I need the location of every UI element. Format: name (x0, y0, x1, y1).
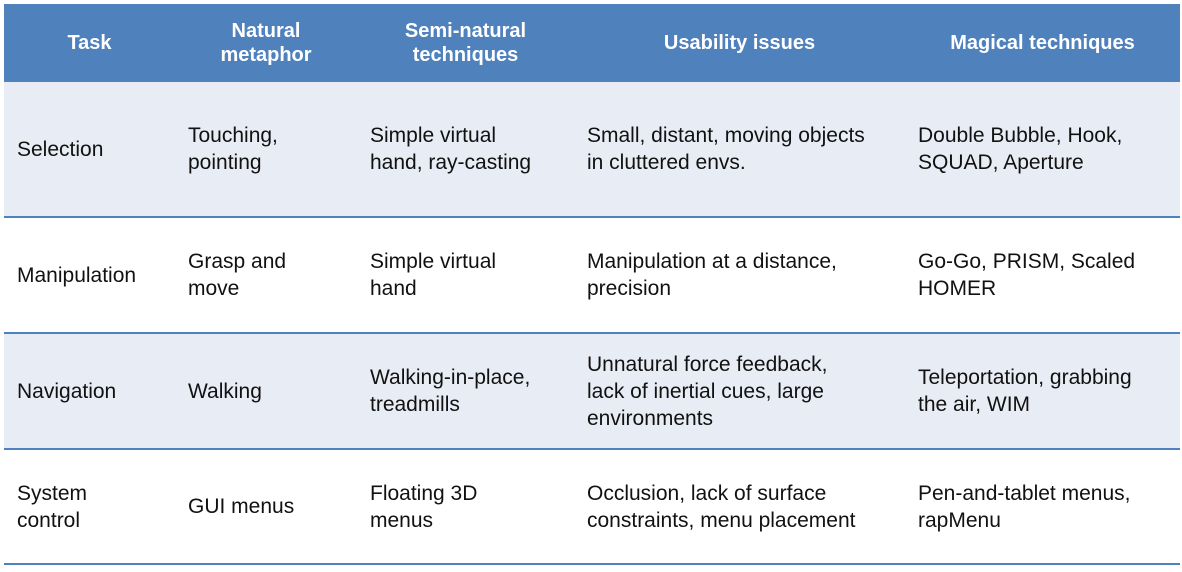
cell-natural-metaphor: GUI menus (175, 449, 357, 564)
cell-usability-issues: Manipulation at a distance,precision (574, 217, 905, 333)
cell-usability-issues: Unnatural force feedback,lack of inertia… (574, 333, 905, 449)
cell-magical-techniques: Double Bubble, Hook,SQUAD, Aperture (905, 82, 1180, 217)
cell-natural-metaphor: Walking (175, 333, 357, 449)
cell-natural-metaphor: Touching,pointing (175, 82, 357, 217)
header-usability-issues: Usability issues (574, 4, 905, 82)
cell-magical-techniques: Pen-and-tablet menus,rapMenu (905, 449, 1180, 564)
table-row: Selection Touching,pointing Simple virtu… (4, 82, 1180, 217)
cell-task: Selection (4, 82, 175, 217)
cell-task: Manipulation (4, 217, 175, 333)
header-magical-techniques: Magical techniques (905, 4, 1180, 82)
cell-semi-natural: Walking-in-place,treadmills (357, 333, 574, 449)
table-row: Navigation Walking Walking-in-place,trea… (4, 333, 1180, 449)
cell-task: Navigation (4, 333, 175, 449)
header-task: Task (4, 4, 175, 82)
